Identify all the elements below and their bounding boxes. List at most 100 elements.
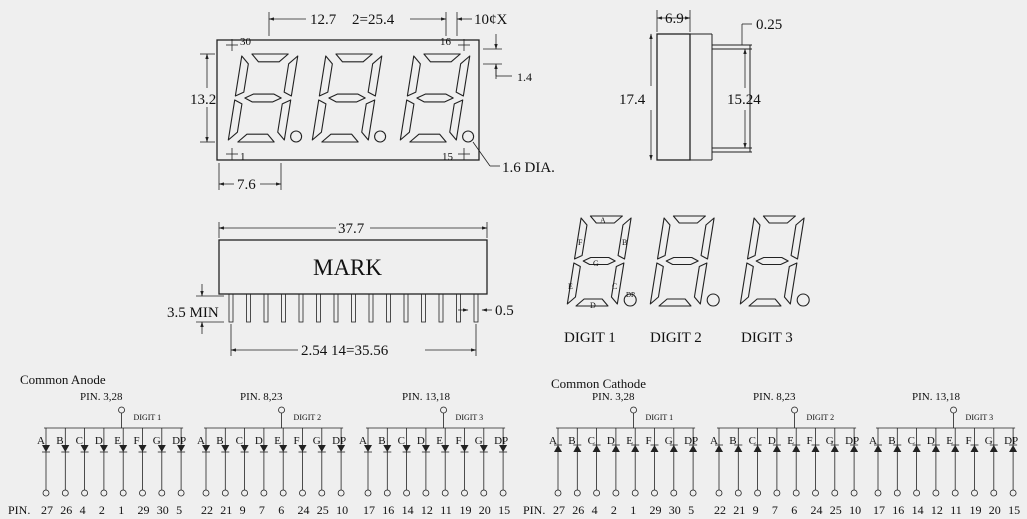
diode-icon <box>811 445 820 452</box>
segment-label: B <box>56 435 63 447</box>
decimal-point <box>796 293 810 307</box>
common-pin-label: PIN. 3,28 <box>80 391 123 403</box>
segment-d <box>575 298 609 307</box>
segment-d <box>409 133 447 143</box>
diode-icon <box>364 445 372 452</box>
common-pin-label: PIN. 13,18 <box>912 391 960 403</box>
pin-number: 26 <box>572 503 584 517</box>
segment-label: F <box>966 435 972 447</box>
pin-number: 30 <box>157 503 169 517</box>
diode-icon <box>772 445 781 452</box>
segment-c <box>693 262 708 305</box>
pin-number: 7 <box>259 503 265 517</box>
segment-label: DP <box>1004 435 1018 447</box>
diode-icon <box>850 445 859 452</box>
segment-label: DP <box>172 435 186 447</box>
segment-label: C <box>908 435 915 447</box>
seg-label-f: F <box>578 238 583 247</box>
dim-pitch-bottom-label: 2.54 14=35.56 <box>301 343 389 359</box>
diode-icon <box>912 445 921 452</box>
dim-lead-label: 0.25 <box>756 17 782 33</box>
seg-label-c: C <box>612 282 617 291</box>
common-pin-label: PIN. 13,18 <box>402 391 450 403</box>
diode-icon <box>441 445 450 452</box>
pin-terminal <box>177 489 185 497</box>
segment-e <box>566 262 581 305</box>
segment-a <box>762 215 796 224</box>
common-pin-label: PIN. 8,23 <box>240 391 283 403</box>
mark-label: MARK <box>313 255 382 280</box>
segment-label: G <box>985 435 993 447</box>
pin-terminal <box>337 489 345 497</box>
dim-pin-offset-label: 1.4 <box>517 70 532 84</box>
pin-number: 7 <box>772 503 778 517</box>
seg-label-d: D <box>590 301 596 310</box>
pin-terminal <box>631 489 639 497</box>
segment-label: DP <box>845 435 859 447</box>
diode-icon <box>80 445 89 452</box>
segment-d <box>321 133 359 143</box>
dim-total-label: 2=25.4 <box>352 12 395 28</box>
dim-row-spacing-label: 15.24 <box>727 92 761 108</box>
segment-label: E <box>946 435 953 447</box>
segment-d <box>658 298 692 307</box>
pin-terminal <box>715 489 723 497</box>
pin-terminal <box>461 489 468 497</box>
segment-label: G <box>475 435 483 447</box>
diode-icon <box>99 445 108 452</box>
segment-g <box>244 93 282 103</box>
segment-g <box>755 256 789 266</box>
segment-c <box>449 99 464 141</box>
pin-number: 10 <box>336 503 348 517</box>
pin-number: 2 <box>611 503 617 517</box>
group-title-cathode: Common Cathode <box>551 376 646 391</box>
segment-d <box>748 298 782 307</box>
segment-label: E <box>626 435 633 447</box>
diode-icon <box>499 445 508 452</box>
seg-label-e: E <box>568 282 573 291</box>
diode-icon <box>317 445 326 452</box>
pin-terminal <box>1009 489 1017 497</box>
pin-number: 5 <box>688 503 694 517</box>
pin-number: 20 <box>989 503 1001 517</box>
pin-terminal <box>932 489 940 497</box>
front-digit-2 <box>311 53 387 143</box>
segment-b <box>700 217 715 260</box>
segment-label: E <box>436 435 443 447</box>
seg-label-g: G <box>593 259 599 268</box>
pin-label-15: 15 <box>442 151 454 163</box>
segment-e <box>649 262 664 305</box>
pin-number: 11 <box>440 503 452 517</box>
segment-c <box>610 262 625 305</box>
diode-icon <box>42 445 50 452</box>
segment-b <box>617 217 632 260</box>
pin-number: 1 <box>118 503 124 517</box>
pin-number: 1 <box>630 503 636 517</box>
segment-label: E <box>114 435 121 447</box>
pin-number: 4 <box>592 503 598 517</box>
pin-number: 9 <box>240 503 246 517</box>
segment-label: B <box>729 435 736 447</box>
segment-label: A <box>359 435 367 447</box>
digit-label: DIGIT 2 <box>807 413 835 422</box>
pin-marker-tr <box>458 39 470 51</box>
pin-terminal <box>403 489 411 497</box>
bottom-pin <box>421 293 426 323</box>
segment-f <box>234 55 249 97</box>
pin-terminal <box>812 489 819 497</box>
pin-terminal <box>689 489 697 497</box>
digit-label: DIGIT 1 <box>134 413 162 422</box>
pin-terminal <box>754 489 761 497</box>
segment-label: A <box>549 435 557 447</box>
diode-icon <box>119 445 128 452</box>
diode-icon <box>715 445 723 452</box>
segment-label: A <box>869 435 877 447</box>
pin-number: 6 <box>791 503 797 517</box>
diode-icon <box>1009 445 1018 452</box>
segment-label: G <box>313 435 321 447</box>
segment-a <box>423 53 461 63</box>
pin-number: 17 <box>363 503 375 517</box>
segment-label: G <box>826 435 834 447</box>
pin-terminal <box>831 489 839 497</box>
segment-label: G <box>153 435 161 447</box>
